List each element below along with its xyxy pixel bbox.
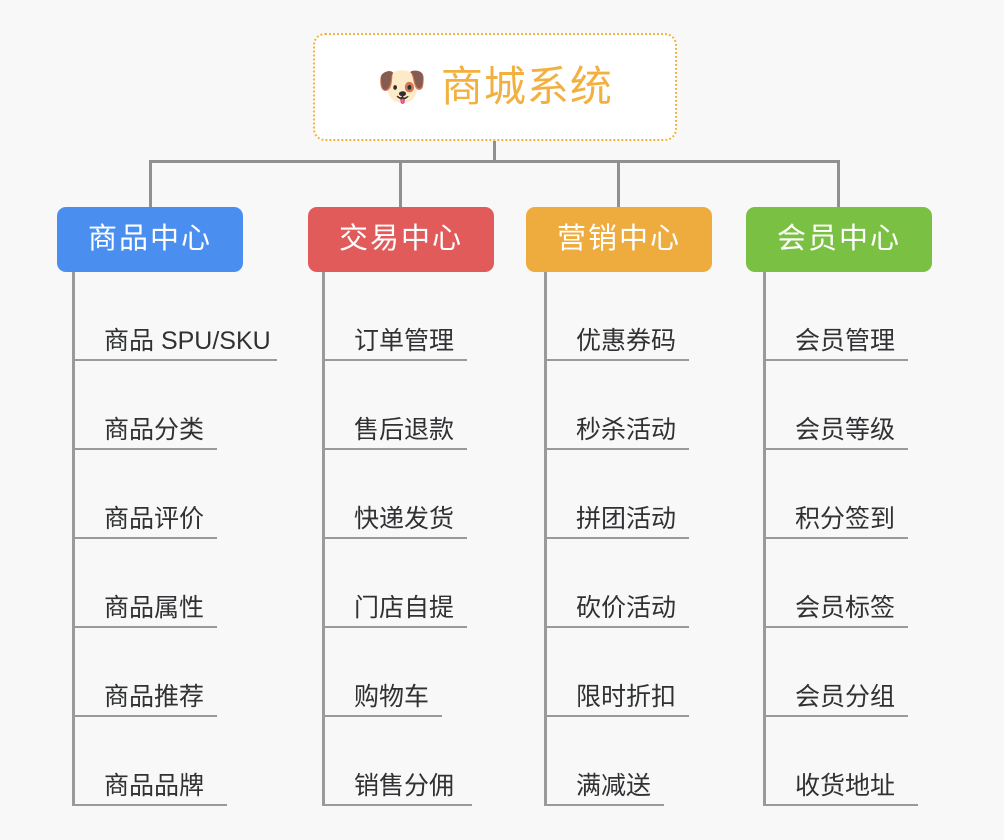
category-label: 商品中心 <box>87 223 212 255</box>
leaf-underline <box>322 626 467 628</box>
branch-column-shangpin: 商品 SPU/SKU 商品分类 商品评价 商品属性 商品推荐 商品品牌 <box>72 272 279 806</box>
leaf-item[interactable]: 满减送 <box>544 717 684 806</box>
leaf-underline <box>763 626 908 628</box>
category-label: 营销中心 <box>556 223 681 255</box>
leaf-item[interactable]: 商品属性 <box>72 539 279 628</box>
leaf-label: 购物车 <box>354 682 430 711</box>
leaf-underline <box>544 359 689 361</box>
leaf-underline <box>322 448 467 450</box>
leaf-item[interactable]: 优惠券码 <box>544 272 689 361</box>
leaf-item[interactable]: 秒杀活动 <box>544 361 689 450</box>
leaf-item[interactable]: 会员等级 <box>763 361 908 450</box>
leaf-label: 商品评价 <box>104 504 205 533</box>
branch-column-yingxiao: 优惠券码 秒杀活动 拼团活动 砍价活动 限时折扣 满减送 <box>544 272 689 806</box>
root-node[interactable]: 🐶 商城系统 <box>313 33 677 141</box>
leaf-underline <box>544 626 689 628</box>
leaf-underline <box>763 448 908 450</box>
category-box-yingxiao[interactable]: 营销中心 <box>526 207 712 272</box>
leaf-label: 会员分组 <box>795 682 896 711</box>
leaf-item[interactable]: 积分签到 <box>763 450 908 539</box>
leaf-label: 收货地址 <box>795 771 896 800</box>
leaf-underline <box>72 359 277 361</box>
branch-column-jiaoyi: 订单管理 售后退款 快递发货 门店自提 购物车 销售分佣 <box>322 272 472 806</box>
leaf-label: 会员标签 <box>795 593 896 622</box>
leaf-underline <box>72 804 227 806</box>
category-box-huiyuan[interactable]: 会员中心 <box>746 207 932 272</box>
leaf-item[interactable]: 砍价活动 <box>544 539 689 628</box>
leaf-item[interactable]: 收货地址 <box>763 717 918 806</box>
leaf-label: 会员管理 <box>795 326 896 355</box>
leaf-label: 商品分类 <box>104 415 205 444</box>
leaf-label: 满减送 <box>576 771 652 800</box>
connector-drop-4 <box>837 160 840 208</box>
leaf-item[interactable]: 商品品牌 <box>72 717 279 806</box>
leaf-underline <box>72 715 217 717</box>
leaf-label: 砍价活动 <box>576 593 677 622</box>
connector-drop-3 <box>617 160 620 208</box>
category-box-jiaoyi[interactable]: 交易中心 <box>308 207 494 272</box>
leaf-label: 商品推荐 <box>104 682 205 711</box>
leaf-underline <box>763 359 908 361</box>
dog-face-icon: 🐶 <box>377 65 427 109</box>
leaf-item[interactable]: 商品评价 <box>72 450 279 539</box>
leaf-item[interactable]: 订单管理 <box>322 272 467 361</box>
leaf-underline <box>72 626 217 628</box>
leaf-underline <box>72 448 217 450</box>
leaf-item[interactable]: 限时折扣 <box>544 628 689 717</box>
leaf-label: 售后退款 <box>354 415 455 444</box>
leaf-underline <box>72 537 217 539</box>
connector-drop-1 <box>149 160 152 208</box>
leaf-label: 限时折扣 <box>576 682 677 711</box>
connector-root-stem <box>493 141 496 162</box>
leaf-underline <box>544 537 689 539</box>
leaf-label: 快递发货 <box>354 504 455 533</box>
root-title: 商城系统 <box>440 63 613 110</box>
category-box-shangpin[interactable]: 商品中心 <box>57 207 243 272</box>
leaf-underline <box>763 537 908 539</box>
leaf-underline <box>544 804 664 806</box>
leaf-label: 商品品牌 <box>104 771 205 800</box>
leaf-item[interactable]: 购物车 <box>322 628 462 717</box>
category-label: 会员中心 <box>776 223 901 255</box>
leaf-label: 积分签到 <box>795 504 896 533</box>
leaf-item[interactable]: 会员分组 <box>763 628 908 717</box>
leaf-item[interactable]: 销售分佣 <box>322 717 472 806</box>
leaf-item[interactable]: 商品分类 <box>72 361 279 450</box>
branch-spine <box>763 272 766 806</box>
leaf-label: 订单管理 <box>354 326 455 355</box>
leaf-underline <box>322 715 442 717</box>
leaf-underline <box>322 804 472 806</box>
leaf-label: 商品属性 <box>104 593 205 622</box>
leaf-item[interactable]: 会员标签 <box>763 539 908 628</box>
connector-horizontal-bus <box>150 160 840 163</box>
leaf-label: 商品 SPU/SKU <box>104 326 271 355</box>
leaf-item[interactable]: 快递发货 <box>322 450 467 539</box>
leaf-item[interactable]: 门店自提 <box>322 539 467 628</box>
leaf-label: 拼团活动 <box>576 504 677 533</box>
connector-drop-2 <box>399 160 402 208</box>
leaf-item[interactable]: 售后退款 <box>322 361 467 450</box>
category-label: 交易中心 <box>338 223 463 255</box>
leaf-label: 优惠券码 <box>576 326 677 355</box>
leaf-underline <box>763 804 918 806</box>
leaf-label: 门店自提 <box>354 593 455 622</box>
leaf-underline <box>763 715 908 717</box>
leaf-label: 秒杀活动 <box>576 415 677 444</box>
leaf-underline <box>322 359 467 361</box>
leaf-label: 销售分佣 <box>354 771 455 800</box>
leaf-underline <box>544 448 689 450</box>
branch-spine <box>544 272 547 806</box>
branch-column-huiyuan: 会员管理 会员等级 积分签到 会员标签 会员分组 收货地址 <box>763 272 918 806</box>
leaf-item[interactable]: 商品 SPU/SKU <box>72 272 279 361</box>
leaf-item[interactable]: 拼团活动 <box>544 450 689 539</box>
leaf-item[interactable]: 会员管理 <box>763 272 908 361</box>
leaf-underline <box>544 715 689 717</box>
branch-spine <box>322 272 325 806</box>
leaf-item[interactable]: 商品推荐 <box>72 628 279 717</box>
branch-spine <box>72 272 75 806</box>
leaf-label: 会员等级 <box>795 415 896 444</box>
leaf-underline <box>322 537 467 539</box>
